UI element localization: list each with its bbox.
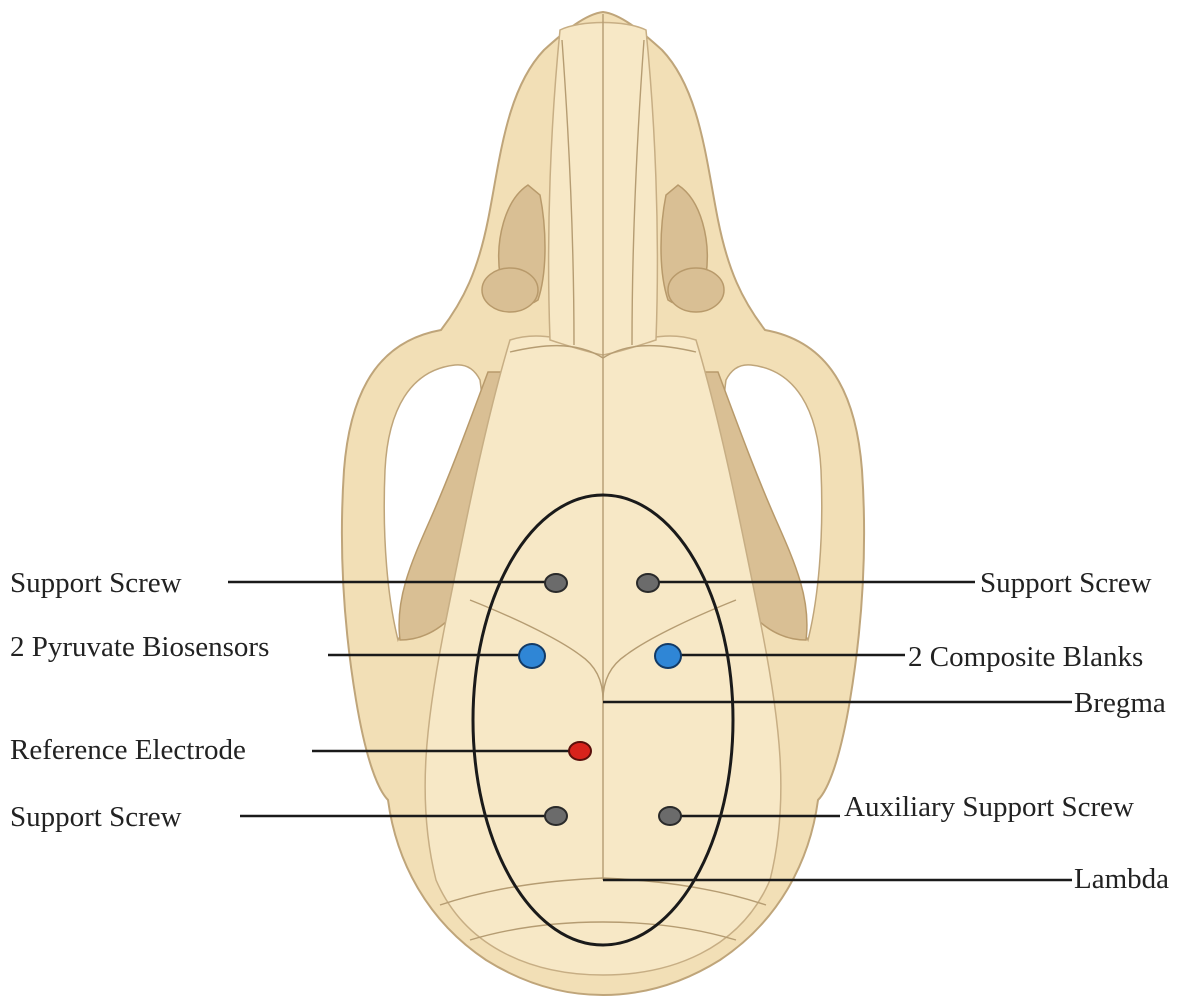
composite-blank-marker [655,644,681,668]
reference-electrode-marker [569,742,591,760]
label-auxiliary-support-screw: Auxiliary Support Screw [844,791,1134,823]
label-pyruvate-biosensors: 2 Pyruvate Biosensors [10,631,269,663]
label-lambda: Lambda [1074,863,1169,895]
left-bulla [482,268,538,312]
rat-skull-illustration [342,12,864,995]
label-support-screw-right-upper: Support Screw [980,567,1152,599]
support-screw-left-lower-marker [545,807,567,825]
pyruvate-biosensor-marker [519,644,545,668]
label-bregma: Bregma [1074,687,1166,719]
auxiliary-support-screw-marker [659,807,681,825]
right-bulla [668,268,724,312]
label-composite-blanks: 2 Composite Blanks [908,641,1143,673]
label-support-screw-left-lower: Support Screw [10,801,182,833]
label-reference-electrode: Reference Electrode [10,734,246,766]
support-screw-left-upper-marker [545,574,567,592]
support-screw-right-upper-marker [637,574,659,592]
label-support-screw-left-upper: Support Screw [10,567,182,599]
